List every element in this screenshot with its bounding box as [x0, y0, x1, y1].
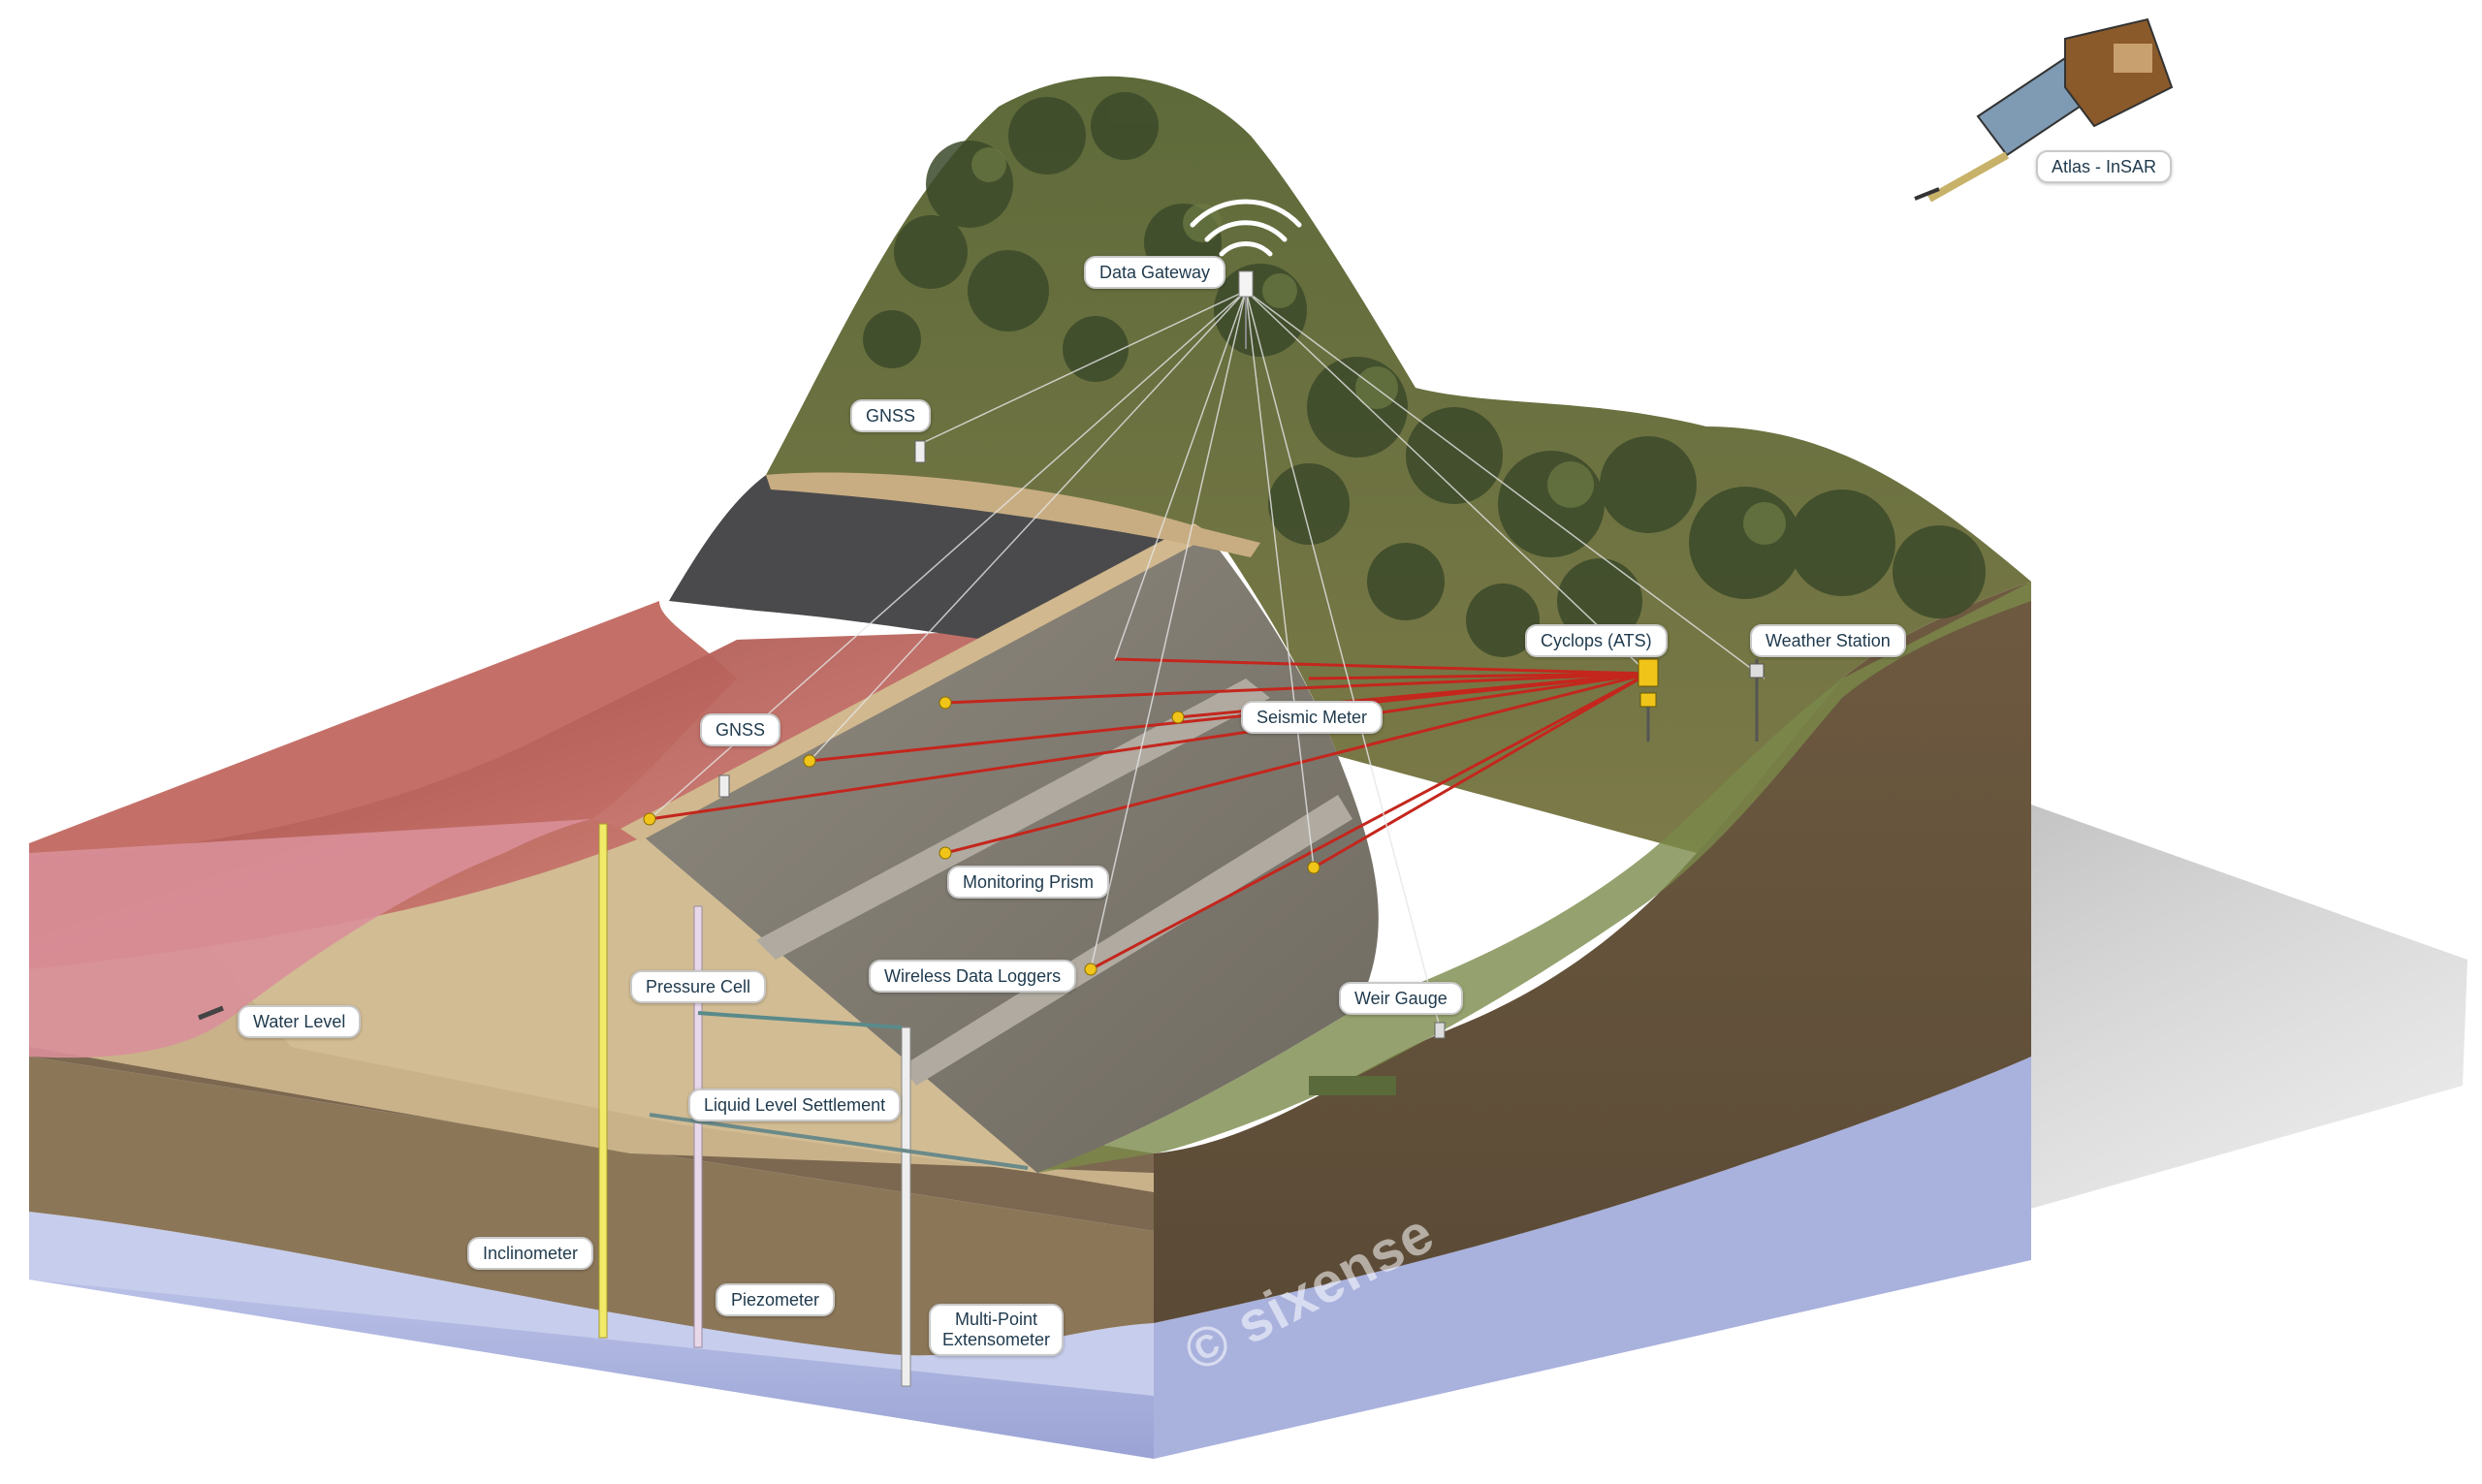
berm-2 — [902, 795, 1352, 1086]
bedrock-front-top — [29, 1212, 1154, 1396]
label-liquid-level-settlement: Liquid Level Settlement — [688, 1089, 902, 1121]
vegetation-highlights — [971, 147, 1786, 545]
water-level-cable — [198, 1005, 224, 1021]
wifi-signal-icon — [1190, 199, 1302, 257]
dam-crest-road — [620, 523, 1212, 841]
label-weir-gauge: Weir Gauge — [1339, 982, 1463, 1015]
label-inclinometer: Inclinometer — [467, 1237, 594, 1270]
label-weather-station: Weather Station — [1750, 624, 1906, 657]
total-station-icon — [1638, 658, 1659, 742]
label-multi-point-extensometer: Multi-Point Extensometer — [929, 1304, 1065, 1356]
pressure-cell-line — [697, 1011, 903, 1029]
upper-ring-road — [766, 472, 1260, 557]
bedrock-right-face — [1154, 1057, 2031, 1459]
label-wireless-data-loggers: Wireless Data Loggers — [869, 960, 1077, 993]
label-piezometer: Piezometer — [716, 1283, 836, 1316]
label-pressure-cell: Pressure Cell — [630, 970, 767, 1003]
label-monitoring-prism: Monitoring Prism — [947, 866, 1110, 899]
gateway-wireless-links — [649, 290, 1766, 1028]
soil-layer-lower — [29, 1057, 1154, 1356]
extensometer-pipe — [901, 1026, 911, 1387]
piezometer-pipe — [693, 905, 703, 1348]
weather-station-icon — [1749, 659, 1765, 742]
data-gateway-tower — [1238, 270, 1254, 349]
label-atlas-insar: Atlas - InSAR — [2036, 150, 2173, 183]
inclinometer-pipe — [598, 823, 608, 1339]
label-gnss-crest: GNSS — [700, 713, 781, 746]
label-extensometer-line-2: Extensometer — [942, 1330, 1051, 1349]
dam-rockfill-face — [640, 528, 1379, 1173]
settlement-line — [649, 1113, 1029, 1170]
label-water-level: Water Level — [238, 1005, 362, 1038]
terrain-right-face — [1154, 582, 2031, 1323]
data-logger-icon — [1309, 1022, 1446, 1095]
label-extensometer-line-1: Multi-Point — [955, 1310, 1038, 1329]
satellite-icon — [1914, 17, 2174, 203]
label-data-gateway: Data Gateway — [1084, 256, 1226, 289]
reservoir-slope — [29, 819, 591, 1058]
mountain-hill — [766, 76, 2031, 853]
label-cyclops: Cyclops (ATS) — [1525, 624, 1668, 657]
gnss-antenna-icon — [718, 440, 926, 798]
label-seismic-meter: Seismic Meter — [1241, 701, 1384, 734]
label-gnss-top: GNSS — [850, 399, 932, 432]
monitoring-prism-icon — [643, 696, 1321, 976]
downstream-grass — [1037, 582, 2031, 1173]
